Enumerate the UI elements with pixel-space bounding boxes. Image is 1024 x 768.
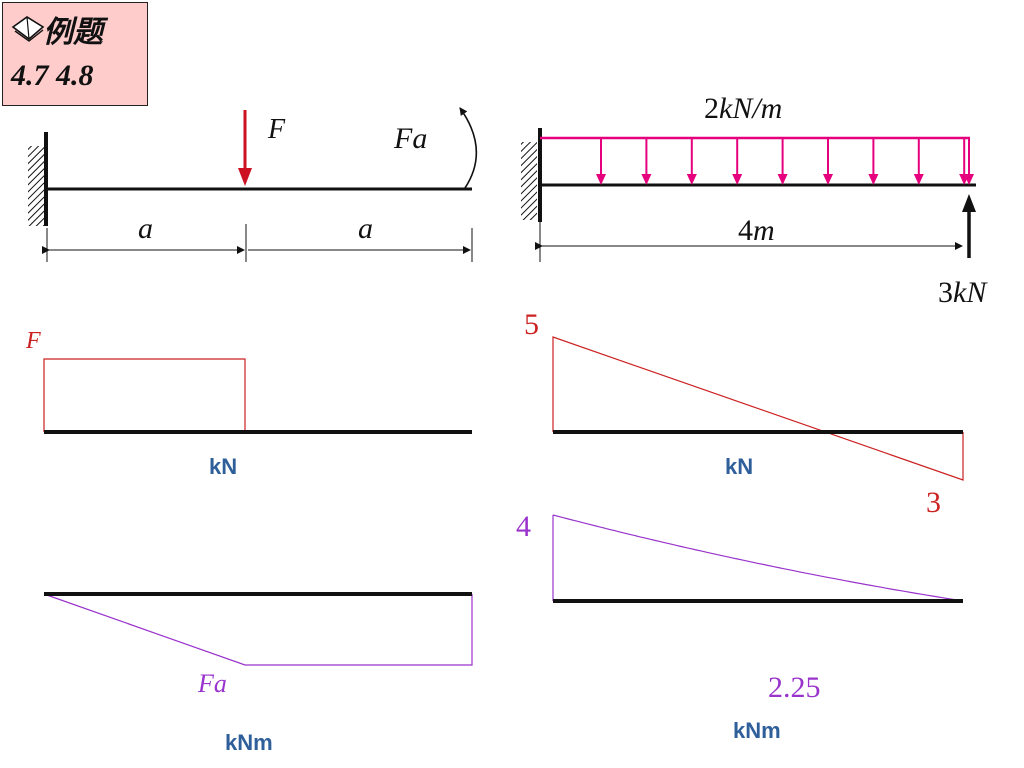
left-shear-unit: kN	[209, 454, 237, 479]
dist-load-arrows	[596, 138, 974, 185]
page-subtitle: 4.7 4.8	[11, 59, 94, 92]
dist-load-label: 2kN/m	[704, 92, 782, 125]
right-moment-unit: kNm	[733, 718, 781, 743]
title-box: 例题 4.7 4.8	[2, 2, 148, 106]
right-dim-num: 4	[738, 214, 753, 247]
right-wall-hatch	[521, 142, 537, 220]
dist-load-num: 2	[704, 92, 719, 125]
left-moment-peak-label: Fa	[197, 669, 227, 698]
right-shear-end-label: 3	[926, 486, 941, 519]
left-moment-unit: kNm	[225, 730, 273, 755]
force-f-arrowhead	[238, 168, 252, 186]
left-beam-group: F Fa a a	[28, 107, 478, 262]
reaction-num: 3	[938, 276, 953, 309]
right-moment-extreme-label: 2.25	[768, 671, 821, 704]
right-shear-start-label: 5	[524, 308, 539, 341]
left-wall-hatch	[28, 146, 44, 226]
dist-load-arrowhead	[777, 174, 788, 185]
dist-load-arrowhead	[823, 174, 833, 185]
right-shear-diagram: 5 3 kN	[524, 308, 964, 519]
reaction-label: 3kN	[938, 276, 988, 309]
dist-load-arrowhead	[964, 174, 974, 185]
dist-load-arrowhead	[641, 174, 652, 185]
left-moment-outline	[43, 593, 473, 666]
force-f-label: F	[267, 114, 286, 145]
dist-load-unit: kN/m	[719, 92, 782, 125]
right-moment-curve	[552, 514, 964, 602]
right-dim-unit: m	[753, 214, 775, 247]
dist-load-arrowhead	[732, 174, 743, 185]
page-title: 例题	[43, 16, 103, 49]
right-beam-group: 2kN/m 3kN 4m	[521, 92, 988, 309]
right-shear-unit: kN	[725, 454, 753, 479]
right-shear-outline	[552, 336, 964, 481]
moment-fa-label: Fa	[393, 122, 427, 155]
dim-label-left: a	[138, 212, 153, 245]
reaction-arrowhead	[962, 194, 976, 212]
left-shear-outline	[43, 358, 246, 432]
right-moment-diagram: 4 2.25 kNm	[516, 510, 964, 743]
right-moment-start-label: 4	[516, 510, 531, 543]
left-shear-diagram: F kN	[25, 328, 472, 479]
dim-label-right: a	[358, 212, 373, 245]
moment-fa-arc	[459, 107, 478, 189]
dist-load-arrowhead	[913, 174, 924, 185]
dist-load-arrowhead	[686, 174, 697, 185]
left-moment-diagram: Fa kNm	[43, 592, 473, 755]
reaction-unit: kN	[953, 276, 988, 309]
left-shear-peak-label: F	[25, 328, 41, 354]
dist-load-arrowhead	[596, 174, 606, 185]
right-dim-label: 4m	[738, 214, 775, 247]
book-icon	[11, 16, 45, 42]
dist-load-arrowhead	[868, 174, 879, 185]
